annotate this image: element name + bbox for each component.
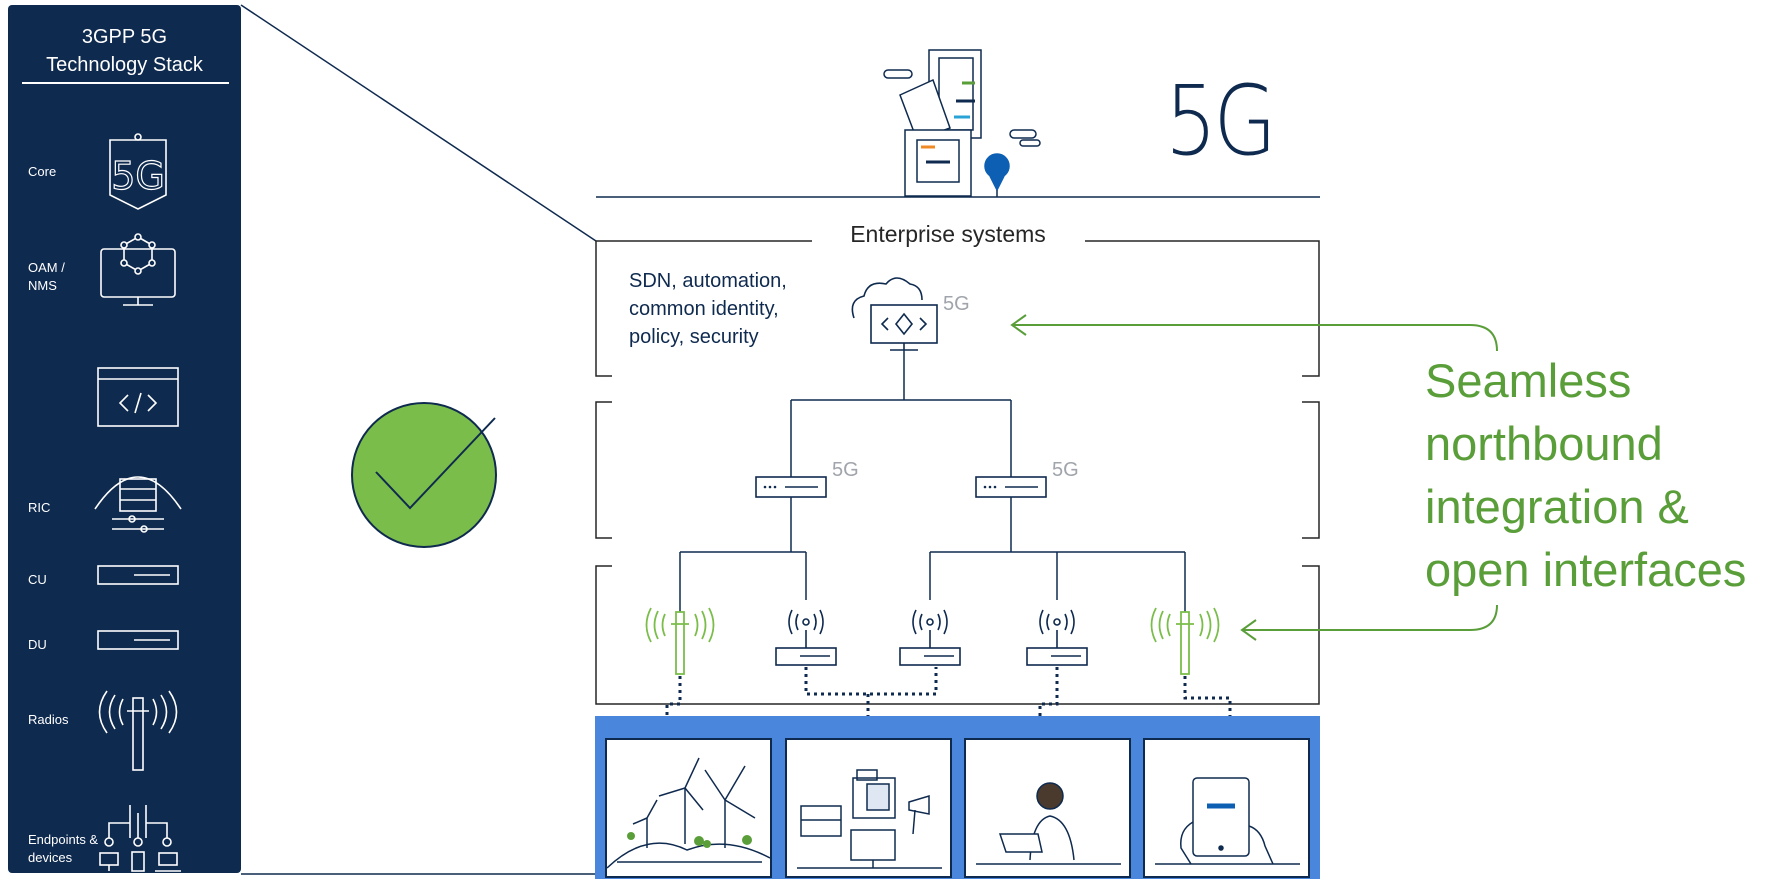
enterprise-building-illustration bbox=[596, 49, 1320, 198]
layer-label-radios: Radios bbox=[28, 712, 69, 727]
cu-unit-icon bbox=[97, 565, 179, 585]
endpoint-card-wind-turbines bbox=[605, 738, 772, 878]
tablet-user-icon bbox=[1155, 777, 1300, 865]
green-radio-icons bbox=[645, 607, 1220, 675]
endpoint-card-office-devices bbox=[785, 738, 952, 878]
network-monitor-icon bbox=[100, 233, 176, 306]
small-radio-3-icon bbox=[1039, 609, 1075, 648]
connector-lines bbox=[679, 350, 1186, 612]
radio-antenna-icon bbox=[98, 690, 178, 771]
stack-title-line1: 3GPP 5G bbox=[81, 26, 168, 48]
small-radio-2-icon bbox=[912, 609, 948, 648]
technology-stack-panel: 3GPP 5G Technology Stack Core OAM / NMS … bbox=[8, 5, 241, 873]
radio-frame bbox=[595, 565, 1320, 705]
zoom-line-top bbox=[240, 4, 597, 242]
enterprise-frame bbox=[595, 240, 1320, 377]
layer-label-du: DU bbox=[28, 637, 47, 652]
endpoint-devices-icon bbox=[99, 805, 181, 872]
small-radio-icons bbox=[788, 609, 1075, 648]
green-radio-left-icon bbox=[645, 607, 715, 675]
server-stack-icon bbox=[94, 476, 182, 533]
du-unit-1 bbox=[775, 647, 837, 666]
stack-icons: 5G bbox=[94, 133, 182, 872]
unit-dots bbox=[763, 485, 997, 489]
layer-label-oam: OAM / NMS bbox=[28, 260, 65, 293]
layer-label-core: Core bbox=[28, 164, 57, 179]
northbound-integration-callout: Seamless northbound integration & open i… bbox=[1425, 354, 1747, 596]
stack-title: 3GPP 5G Technology Stack bbox=[8, 23, 241, 79]
layer-label-cu: CU bbox=[28, 572, 47, 587]
laptop-worker-icon bbox=[976, 782, 1121, 865]
checkmark-icon bbox=[351, 402, 497, 548]
brand-5g-mark: 5G bbox=[1165, 65, 1277, 177]
arrow-to-radios bbox=[1242, 604, 1498, 631]
office-devices-icon bbox=[797, 769, 942, 869]
du-unit-2 bbox=[899, 647, 961, 666]
du-unit-3 bbox=[1026, 647, 1088, 666]
cu-left-5g-badge: 5G bbox=[832, 459, 859, 481]
small-radio-1-icon bbox=[788, 609, 824, 648]
title-divider bbox=[22, 82, 229, 84]
du-unit-icon bbox=[97, 630, 179, 650]
cu-unit-right bbox=[975, 476, 1047, 498]
layer-label-ric: RIC bbox=[28, 500, 51, 515]
layer-label-endpoints: Endpoints & devices bbox=[28, 832, 99, 865]
enterprise-capabilities-text: SDN, automation, common identity, policy… bbox=[629, 270, 787, 348]
stack-title-line2: Technology Stack bbox=[46, 54, 203, 76]
endpoint-card-laptop-worker bbox=[964, 738, 1131, 878]
sdn-controller-icon bbox=[851, 277, 938, 351]
cu-frame bbox=[595, 401, 1320, 539]
wind-turbines-icon bbox=[606, 757, 771, 869]
endpoint-card-tablet-user bbox=[1143, 738, 1310, 878]
green-radio-right-icon bbox=[1150, 607, 1220, 675]
cu-right-5g-badge: 5G bbox=[1052, 459, 1079, 481]
5g-shield-icon: 5G bbox=[109, 133, 167, 210]
sdn-5g-badge: 5G bbox=[943, 293, 970, 315]
code-window-icon bbox=[97, 367, 179, 427]
cu-unit-left bbox=[755, 476, 827, 498]
enterprise-systems-label: Enterprise systems bbox=[820, 219, 1076, 249]
callout-arrows bbox=[1010, 314, 1498, 641]
arrow-to-enterprise bbox=[1012, 324, 1498, 352]
svg-text:5G: 5G bbox=[111, 154, 165, 198]
